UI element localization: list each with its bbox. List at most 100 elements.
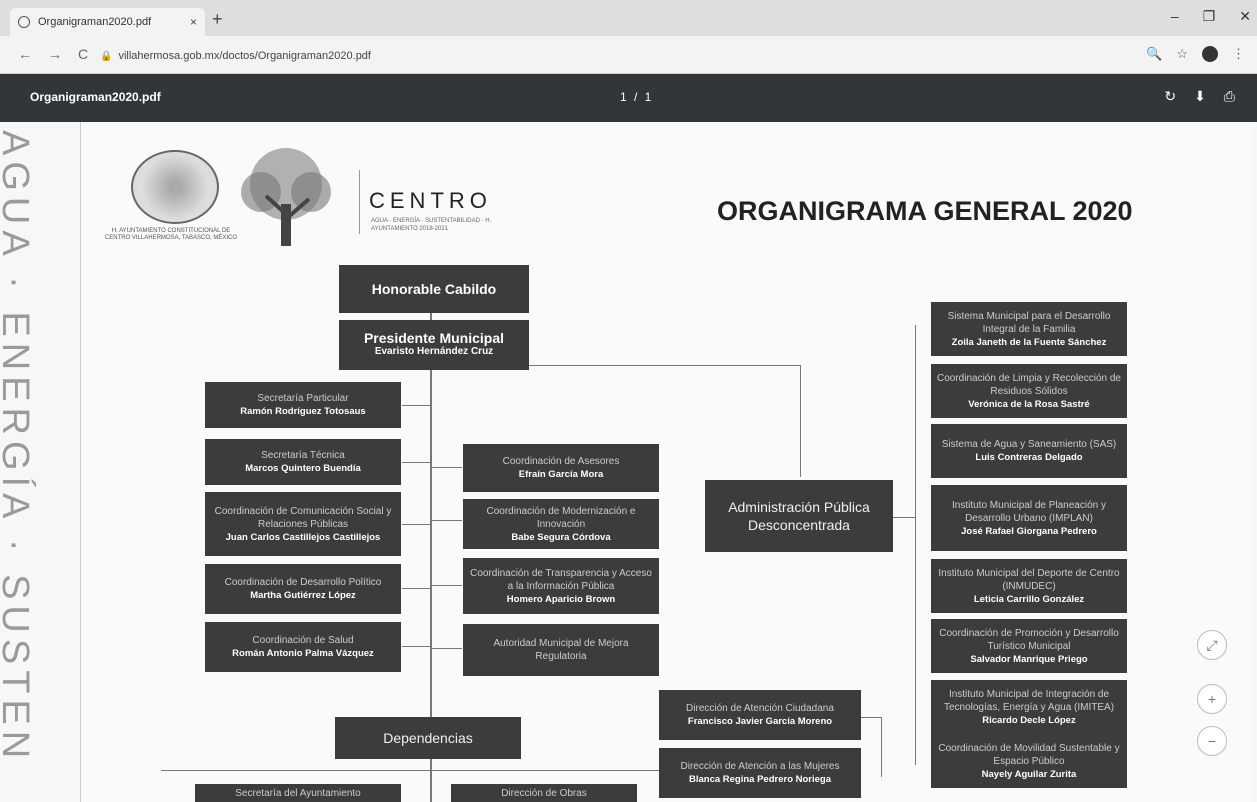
zoom-in-button[interactable]: + bbox=[1197, 684, 1227, 714]
star-icon[interactable]: ☆ bbox=[1176, 46, 1188, 61]
box-name: Ramón Rodríguez Totosaus bbox=[240, 406, 366, 417]
fit-page-button[interactable]: ⤢ bbox=[1197, 630, 1227, 660]
box-title: Sistema Municipal para el Desarrollo Int… bbox=[947, 310, 1111, 335]
pdf-toolbar: Organigraman2020.pdf 1 / 1 ↻ ⬇ ⎙ bbox=[0, 74, 1257, 122]
box-name: Blanca Regina Pedrero Noriega bbox=[688, 774, 832, 785]
rotate-icon[interactable]: ↻ bbox=[1164, 88, 1177, 104]
box-name: Babe Segura Córdova bbox=[511, 531, 611, 543]
download-icon[interactable]: ⬇ bbox=[1194, 88, 1206, 104]
close-window-button[interactable]: ✕ bbox=[1239, 8, 1251, 24]
connector-line bbox=[861, 717, 881, 718]
box-title: Coordinación de Desarrollo Político bbox=[224, 577, 382, 588]
pdf-actions: ↻ ⬇ ⎙ bbox=[1164, 88, 1235, 105]
browser-tab-bar: Organigraman2020.pdf × + ‒ ❐ ✕ bbox=[0, 0, 1257, 36]
pdf-viewer: AGUA · ENERGÍA · SUSTEN H. AYUNTAMIENTO … bbox=[0, 122, 1257, 802]
tab-title: Organigraman2020.pdf bbox=[38, 16, 152, 28]
connector-line bbox=[915, 325, 916, 765]
box-title: Dirección de Obras bbox=[501, 787, 587, 799]
org-box-mid: Coordinación de Modernización e Innovaci… bbox=[463, 499, 659, 549]
connector-line bbox=[430, 312, 432, 802]
box-name: Martha Gutiérrez López bbox=[250, 590, 356, 601]
org-box-partial: Secretaría del Ayuntamiento bbox=[195, 784, 401, 802]
tab-close-button[interactable]: × bbox=[189, 15, 197, 29]
brand-subtitle: AGUA · ENERGÍA · SUSTENTABILIDAD · H. AY… bbox=[371, 218, 492, 232]
org-box-right: Sistema Municipal para el Desarrollo Int… bbox=[931, 302, 1127, 356]
box-title: Autoridad Municipal de Mejora Regulatori… bbox=[493, 638, 629, 662]
print-icon[interactable]: ⎙ bbox=[1223, 88, 1235, 104]
box-title: Administración Pública Desconcentrada bbox=[728, 499, 870, 533]
box-name: Francisco Javier García Moreno bbox=[687, 716, 833, 727]
connector-line bbox=[881, 717, 882, 777]
zoom-icon[interactable]: 🔍 bbox=[1146, 46, 1163, 61]
box-name: Salvador Manrique Priego bbox=[970, 653, 1088, 665]
back-icon[interactable]: ← bbox=[18, 46, 32, 62]
org-box-dependencias: Dependencias bbox=[335, 717, 521, 759]
mexico-seal-icon bbox=[131, 150, 219, 224]
box-title: Dirección de Atención Ciudadana bbox=[686, 703, 834, 714]
zoom-out-button[interactable]: − bbox=[1197, 726, 1227, 756]
connector-line bbox=[161, 770, 841, 771]
org-box-partial: Dirección de Obras bbox=[451, 784, 637, 802]
box-title: Secretaría Particular bbox=[257, 393, 349, 404]
box-name: Marcos Quintero Buendía bbox=[245, 463, 361, 474]
forward-icon[interactable]: → bbox=[48, 46, 62, 62]
box-title: Honorable Cabildo bbox=[371, 280, 497, 297]
navigation-buttons: ← → C bbox=[18, 46, 88, 62]
org-box-direccion: Dirección de Atención Ciudadana Francisc… bbox=[659, 690, 861, 740]
connector-line bbox=[402, 524, 430, 525]
connector-line bbox=[893, 517, 915, 518]
connector-line bbox=[430, 648, 462, 649]
address-bar-row: ← → C 🔒 villahermosa.gob.mx/doctos/Organ… bbox=[0, 36, 1257, 74]
org-box-right: Coordinación de Limpia y Recolección de … bbox=[931, 364, 1127, 418]
org-box-right: Instituto Municipal de Integración de Te… bbox=[931, 680, 1127, 734]
box-title: Coordinación de Movilidad Sustentable y … bbox=[938, 742, 1120, 767]
window-controls: ‒ ❐ ✕ bbox=[1171, 8, 1251, 25]
url-text: villahermosa.gob.mx/doctos/Organigraman2… bbox=[118, 50, 371, 62]
menu-icon[interactable]: ⋮ bbox=[1232, 46, 1245, 61]
box-title: Secretaría Técnica bbox=[261, 450, 345, 461]
toolbar-icons: 🔍 ☆ ⋮ bbox=[1146, 46, 1245, 62]
box-title: Coordinación de Limpia y Recolección de … bbox=[937, 372, 1121, 397]
org-box-left: Secretaría Técnica Marcos Quintero Buend… bbox=[205, 439, 401, 485]
box-title: Coordinación de Modernización e Innovaci… bbox=[486, 505, 636, 530]
box-title: Coordinación de Transparencia y Acceso a… bbox=[470, 567, 652, 592]
reload-icon[interactable]: C bbox=[78, 46, 89, 62]
pdf-page: H. AYUNTAMIENTO CONSTITUCIONAL DE CENTRO… bbox=[80, 122, 1250, 802]
connector-line bbox=[402, 646, 430, 647]
box-title: Instituto Municipal de Planeación y Desa… bbox=[952, 499, 1106, 524]
new-tab-button[interactable]: + bbox=[212, 9, 223, 29]
connector-line bbox=[800, 365, 801, 477]
profile-avatar[interactable] bbox=[1202, 46, 1218, 62]
org-box-right: Coordinación de Promoción y Desarrollo T… bbox=[931, 619, 1127, 673]
minimize-button[interactable]: ‒ bbox=[1170, 8, 1179, 24]
org-box-left: Coordinación de Desarrollo Político Mart… bbox=[205, 564, 401, 614]
org-box-right: Instituto Municipal del Deporte de Centr… bbox=[931, 559, 1127, 613]
lock-icon: 🔒 bbox=[100, 50, 113, 62]
box-title: Dirección de Atención a las Mujeres bbox=[680, 761, 840, 772]
box-title: Coordinación de Asesores bbox=[502, 456, 620, 467]
connector-line bbox=[430, 365, 800, 366]
box-title: Instituto Municipal del Deporte de Centr… bbox=[938, 567, 1120, 592]
org-box-left: Coordinación de Salud Román Antonio Palm… bbox=[205, 622, 401, 672]
box-name: José Rafael Giorgana Pedrero bbox=[961, 525, 1097, 537]
tree-logo-icon bbox=[241, 148, 331, 246]
seal-caption: H. AYUNTAMIENTO CONSTITUCIONAL DE CENTRO… bbox=[104, 228, 238, 241]
box-title: Coordinación de Comunicación Social y Re… bbox=[214, 505, 392, 530]
org-box-left: Secretaría Particular Ramón Rodríguez To… bbox=[205, 382, 401, 428]
connector-line bbox=[402, 405, 430, 406]
browser-tab[interactable]: Organigraman2020.pdf × bbox=[10, 8, 205, 36]
box-title: Presidente Municipal bbox=[363, 330, 505, 346]
box-name: Zoila Janeth de la Fuente Sánchez bbox=[951, 336, 1107, 348]
box-title: Sistema de Agua y Saneamiento (SAS) bbox=[941, 439, 1117, 450]
org-box-admin-desconcentrada: Administración Pública Desconcentrada bbox=[705, 480, 893, 552]
connector-line bbox=[402, 462, 430, 463]
maximize-button[interactable]: ❐ bbox=[1202, 8, 1216, 24]
box-name: Ricardo Decle López bbox=[982, 714, 1076, 726]
box-title: Secretaría del Ayuntamiento bbox=[235, 787, 361, 799]
org-box-right: Instituto Municipal de Planeación y Desa… bbox=[931, 485, 1127, 551]
url-field[interactable]: 🔒 villahermosa.gob.mx/doctos/Organigrama… bbox=[100, 45, 1150, 67]
connector-line bbox=[430, 585, 462, 586]
org-box-mid: Autoridad Municipal de Mejora Regulatori… bbox=[463, 624, 659, 676]
box-name: Efraín García Mora bbox=[518, 469, 604, 480]
box-name: Verónica de la Rosa Sastré bbox=[968, 398, 1090, 410]
